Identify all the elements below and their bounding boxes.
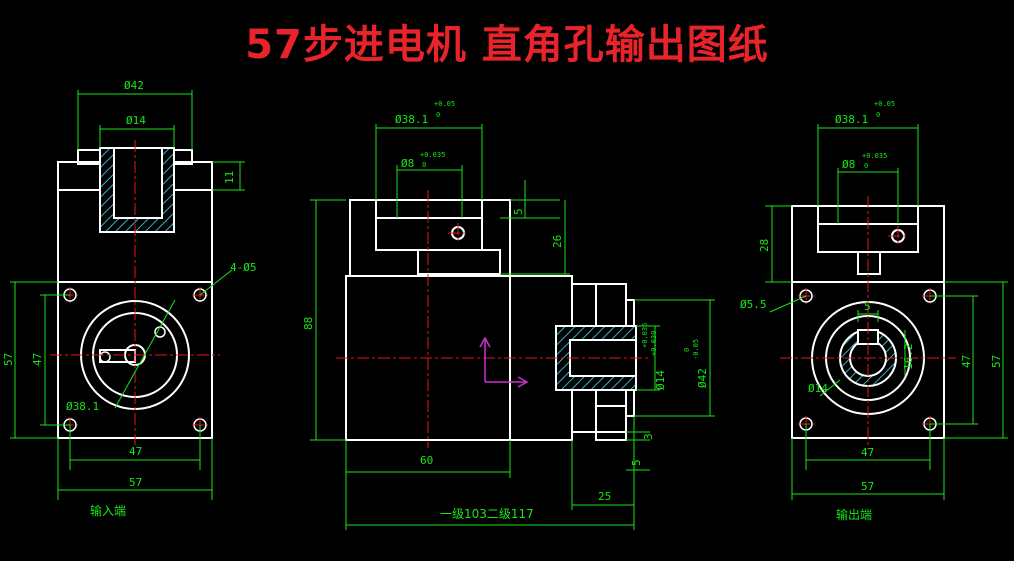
left-dim-top-inner: Ø14 — [126, 114, 146, 127]
middle-dim-tiny: 3 — [642, 433, 655, 440]
middle-dim-small: 5 — [512, 208, 525, 215]
middle-dim-flange-tol2: 0 — [436, 111, 440, 119]
right-dim-bore: Ø14 — [808, 382, 828, 395]
right-view-dimension-lines — [765, 124, 1008, 500]
right-dim-width: 57 — [861, 480, 874, 493]
right-dim-flange: Ø38.1 — [835, 113, 868, 126]
middle-dim-shaft-tol2: 0 — [422, 161, 426, 169]
right-dim-shaft-tol2: 0 — [864, 162, 868, 170]
left-view-label: 输入端 — [90, 503, 126, 518]
right-dim-key: 5 — [864, 300, 871, 313]
left-dim-width: 57 — [129, 476, 142, 489]
left-view: Ø42 Ø14 11 4-Ø5 57 47 47 57 Ø38.1 输入端 — [2, 79, 257, 518]
right-view-centerlines — [780, 196, 956, 450]
middle-dim-overall: 一级103二级117 — [440, 507, 534, 521]
right-dim-depth: 28 — [758, 239, 771, 252]
middle-dim-out-tol2: -0.05 — [692, 339, 700, 360]
right-dim-height: 57 — [990, 355, 1003, 368]
right-dim-shaft: Ø8 — [842, 158, 855, 171]
left-dim-circle: Ø38.1 — [66, 400, 99, 413]
left-view-dimension-lines — [10, 90, 245, 500]
right-dim-flange-tol2: 0 — [876, 111, 880, 119]
right-dim-shaft-tol: +0.035 — [862, 152, 887, 160]
right-dim-keydepth: 16.2 — [902, 344, 915, 371]
right-dim-flange-tol: +0.05 — [874, 100, 895, 108]
left-dim-height: 57 — [2, 353, 15, 366]
middle-view-outline — [345, 199, 637, 441]
left-dim-step: 11 — [223, 171, 236, 184]
right-dim-height-inner: 47 — [960, 355, 973, 368]
middle-dim-out-dia: Ø42 — [696, 368, 709, 388]
middle-dim-bore: Ø14 — [654, 370, 667, 390]
right-dim-holes: Ø5.5 — [740, 298, 767, 311]
left-dim-top-outer: Ø42 — [124, 79, 144, 92]
middle-dim-ext: 25 — [598, 490, 611, 503]
middle-dim-shaft: Ø8 — [401, 157, 414, 170]
middle-dim-height: 88 — [302, 317, 315, 330]
middle-view-centerlines — [336, 190, 650, 448]
middle-dim-gap: 5 — [630, 459, 643, 466]
middle-dim-out-tol: 0 — [683, 348, 691, 352]
coordinate-axis — [479, 336, 529, 388]
left-dim-width-inner: 47 — [129, 445, 142, 458]
middle-dim-shaft-tol: +0.035 — [420, 151, 445, 159]
right-view-label: 输出端 — [836, 507, 872, 522]
middle-dim-block: 26 — [551, 235, 564, 248]
middle-dim-bore-tol: +0.035 — [641, 323, 649, 348]
drawing-title: 57步进电机 直角孔输出图纸 — [245, 22, 769, 68]
middle-dim-flange: Ø38.1 — [395, 113, 428, 126]
middle-dim-body-width: 60 — [420, 454, 433, 467]
middle-view-dimension-lines — [310, 124, 715, 530]
middle-view: Ø38.1 +0.05 0 Ø8 +0.035 0 5 26 88 60 Ø14… — [302, 100, 715, 530]
middle-dim-flange-tol: +0.05 — [434, 100, 455, 108]
middle-dim-bore-tol2: +0.030 — [650, 331, 658, 356]
right-view: Ø38.1 +0.05 0 Ø8 +0.035 0 28 Ø5.5 5 16.2… — [740, 100, 1008, 522]
left-dim-holes: 4-Ø5 — [230, 261, 257, 274]
left-dim-height-inner: 47 — [31, 353, 44, 366]
right-dim-width-inner: 47 — [861, 446, 874, 459]
